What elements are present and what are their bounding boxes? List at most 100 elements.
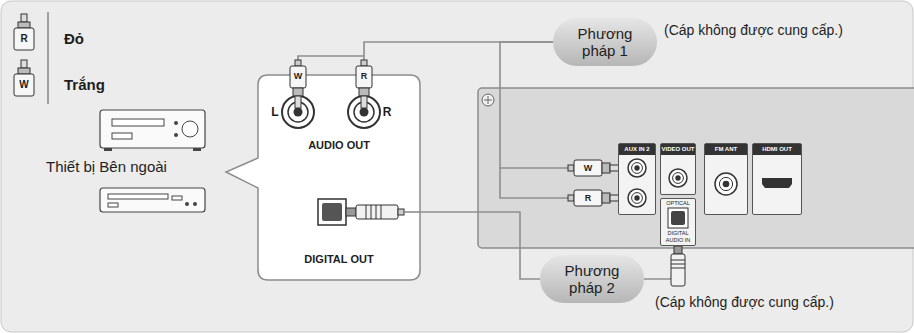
optical-plug-tip	[674, 246, 682, 254]
device-panel: LRAUDIO OUTDIGITAL OUT	[258, 75, 420, 280]
cable-connector	[420, 212, 540, 279]
note: (Cáp không được cung cấp.)	[655, 294, 834, 311]
dvd-button	[185, 202, 189, 206]
vcr-foot	[104, 148, 112, 151]
plug-collar	[18, 22, 30, 28]
dvd-display	[172, 196, 182, 200]
jack-ring	[632, 163, 643, 174]
plug-collar	[602, 163, 610, 173]
method-bubble: Phương pháp 2	[540, 255, 644, 303]
jack-ring	[719, 177, 732, 190]
port-label: AUDIO OUT	[258, 139, 420, 152]
screw-slot	[488, 96, 489, 104]
plug-body	[574, 190, 602, 206]
plug-collar	[18, 68, 30, 74]
jack-ring	[669, 169, 687, 187]
port-label: VIDEO OUT	[661, 144, 695, 155]
plug-cap	[361, 60, 367, 66]
dvd-button	[108, 203, 118, 207]
dvd-body	[100, 188, 205, 212]
optical-port-inner	[671, 211, 685, 225]
note: (Cáp không được cung cấp.)	[664, 22, 843, 39]
jack-ring	[282, 96, 314, 128]
optical-port	[318, 199, 346, 225]
jack-center	[634, 195, 639, 200]
jack-center	[723, 181, 730, 188]
video-out-box: VIDEO OUT	[660, 143, 696, 195]
jack-ring	[628, 189, 646, 207]
plug-cap	[568, 195, 574, 201]
optical-in-box: OPTICAL DIGITAL AUDIO IN	[660, 198, 696, 246]
plug-body	[290, 66, 306, 88]
plug-tip	[295, 96, 301, 108]
plug-letter: R	[574, 193, 602, 204]
optical-plug-body	[671, 254, 685, 286]
legend-text: Đỏ	[64, 30, 84, 48]
optical-cable	[404, 211, 420, 213]
plug-letter: R	[356, 71, 372, 82]
plug-collar	[359, 88, 369, 96]
screw	[482, 94, 494, 106]
plug-body	[14, 28, 34, 50]
plug-letter: W	[574, 163, 602, 174]
optical-plug-body	[356, 205, 398, 219]
optical-plug-ridges	[366, 205, 381, 219]
audio-cable	[500, 168, 574, 198]
cable-connector	[364, 42, 553, 75]
hdmi-port	[762, 178, 792, 188]
method-bubble: Phương pháp 1	[553, 18, 657, 66]
optical-port	[668, 208, 688, 228]
port-label: FM ANT	[705, 144, 747, 155]
method-label: Phương pháp 2	[552, 262, 632, 296]
rca-jack	[348, 96, 380, 128]
plug-letter: W	[290, 71, 306, 82]
dvd-button	[193, 202, 197, 206]
jack-ring	[628, 159, 646, 177]
vcr-slot	[112, 119, 164, 126]
device-label: Thiết bị Bên ngoài	[46, 158, 167, 176]
jack-ring	[715, 173, 737, 195]
port-label: HDMI OUT	[753, 144, 801, 155]
legend-text: Trắng	[64, 76, 105, 94]
vcr-button	[174, 133, 178, 137]
plug-tip	[361, 96, 367, 108]
plug-letter: W	[14, 79, 34, 91]
plug-collar	[602, 193, 610, 203]
plug-cap	[568, 165, 574, 171]
plug-letter: R	[14, 33, 34, 45]
plug-pin	[21, 14, 27, 22]
vcr-foot	[193, 148, 201, 151]
optical-port-inner	[322, 203, 342, 221]
optical-plug-cap	[398, 209, 404, 215]
jack-ring	[632, 193, 643, 204]
jack-center	[675, 175, 680, 180]
port-label: AUX IN 2	[619, 144, 655, 155]
plug-pin	[21, 60, 27, 68]
port-label: R	[380, 105, 394, 119]
port-label: DIGITAL AUDIO IN	[661, 230, 695, 243]
dvd-tray	[108, 194, 168, 199]
audio-cable	[298, 56, 364, 60]
vcr-knob	[182, 121, 198, 137]
plug-collar	[293, 88, 303, 96]
jack-center	[634, 165, 639, 170]
callout-panel	[226, 75, 420, 280]
method-label: Phương pháp 1	[565, 25, 645, 59]
port-label: L	[268, 105, 282, 119]
plug-cap	[295, 60, 301, 66]
jack-ring	[348, 96, 380, 128]
rca-jack	[282, 96, 314, 128]
jack-center	[360, 108, 369, 117]
fm-ant-box: FM ANT	[704, 143, 748, 215]
hdmi-out-box: HDMI OUT	[752, 143, 802, 215]
plug-body	[14, 74, 34, 96]
optical-plug-ridges	[671, 260, 685, 268]
port-label: OPTICAL	[661, 200, 695, 207]
optical-plug-tip	[346, 208, 356, 216]
aux-in-box: AUX IN 2	[618, 143, 656, 215]
jack-center	[294, 108, 303, 117]
vcr-display	[112, 133, 132, 139]
vcr-button	[174, 121, 178, 125]
